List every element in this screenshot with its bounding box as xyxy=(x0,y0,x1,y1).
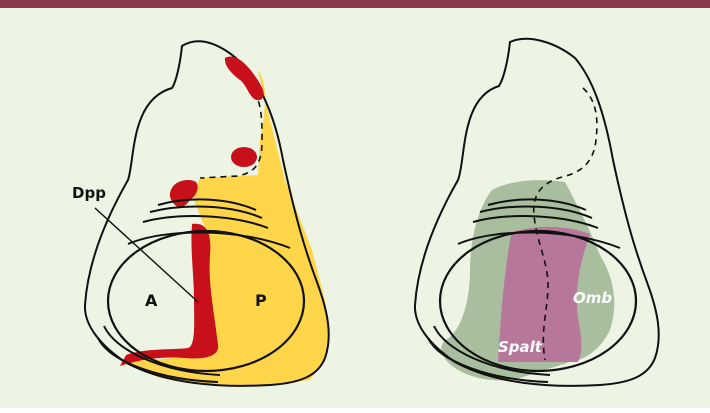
dpp-label: Dpp xyxy=(72,184,106,202)
spalt-label: Spalt xyxy=(498,338,543,356)
top-accent-bar xyxy=(0,0,710,8)
posterior-label: P xyxy=(255,291,267,310)
anterior-label: A xyxy=(145,291,158,310)
omb-label: Omb xyxy=(573,289,612,307)
dpp-blob-middle xyxy=(231,147,257,167)
